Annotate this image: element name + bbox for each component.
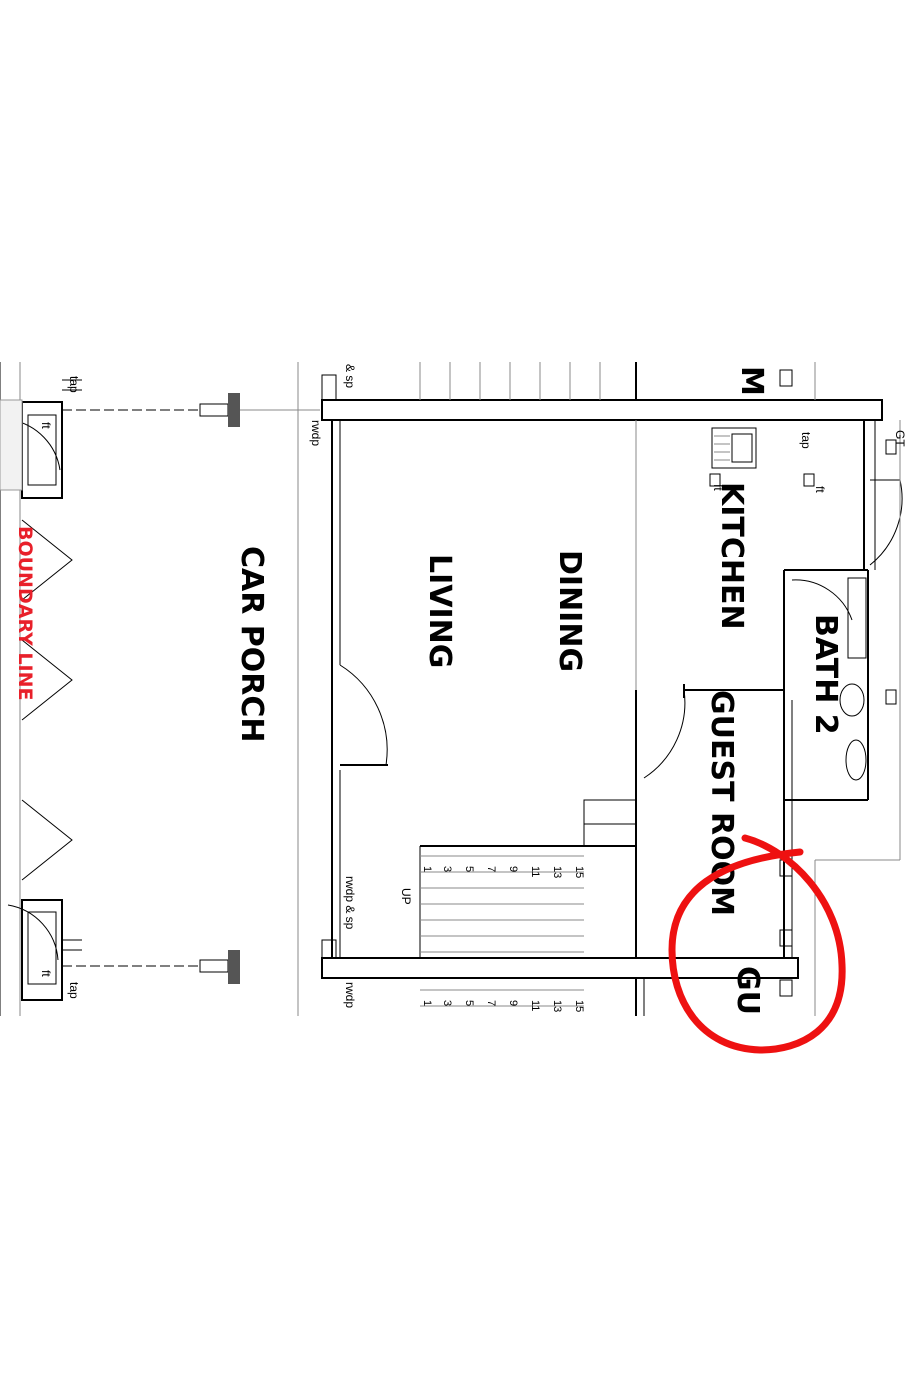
top-cut-label: M — [734, 366, 769, 396]
ft-label-bottom-left: ft — [39, 970, 53, 977]
building-walls — [321, 362, 903, 1016]
stair-number: 13 — [551, 1000, 563, 1012]
stair-numbers: 1 3 5 7 9 11 13 15 — [421, 866, 585, 878]
stair-number: 9 — [507, 1000, 519, 1006]
ft-label-top-left: ft — [39, 422, 53, 429]
tap-label-bottom-left: tap — [67, 982, 81, 999]
stair-number: 11 — [529, 1000, 541, 1011]
dining-label: DINING — [552, 550, 587, 672]
stair-number: 7 — [485, 866, 497, 872]
stair-number: 13 — [551, 866, 563, 878]
stair-number: 5 — [463, 1000, 475, 1006]
stair-number: 15 — [573, 866, 585, 878]
stair-numbers-lower: 1 3 5 7 9 11 13 15 — [421, 1000, 585, 1012]
ft-label-kitchen-left: ft — [711, 484, 725, 491]
bath2-label: BATH 2 — [808, 614, 843, 735]
sp-label-top: & sp — [343, 364, 357, 388]
stair-number: 7 — [485, 1000, 497, 1006]
kitchen-label: KITCHEN — [714, 482, 749, 630]
rwdp-sp-label: rwdp & sp — [343, 876, 357, 930]
porch-beams — [62, 362, 320, 1016]
stair-number: 1 — [421, 866, 433, 872]
boundary-line-label: BOUNDARY LINE — [14, 526, 36, 700]
annotation-circle — [668, 834, 846, 1054]
stair-treads — [420, 855, 584, 1007]
boundary-wall — [0, 362, 82, 1016]
car-porch-label: CAR PORCH — [234, 546, 269, 743]
stair-treads-top — [419, 362, 601, 400]
tap-label-kitchen: tap — [799, 432, 813, 449]
rwdp-label-bottom: rwdp — [343, 982, 357, 1008]
gt-label: GT — [893, 430, 907, 447]
stair-number: 1 — [421, 1000, 433, 1006]
rwdp-label-top: rwdp — [309, 420, 323, 446]
stair-number: 11 — [529, 866, 541, 877]
stair-number: 5 — [463, 866, 475, 872]
ft-label-kitchen-right: ft — [813, 486, 827, 493]
stair-up-label: UP — [399, 888, 413, 905]
stair-number: 9 — [507, 866, 519, 872]
living-label: LIVING — [422, 554, 457, 668]
guest-room-cut-label: GU — [730, 966, 765, 1015]
stair-number: 3 — [441, 866, 453, 872]
stair-number: 15 — [573, 1000, 585, 1012]
tap-label-top-left: tap — [67, 376, 81, 393]
stair-number: 3 — [441, 1000, 453, 1006]
